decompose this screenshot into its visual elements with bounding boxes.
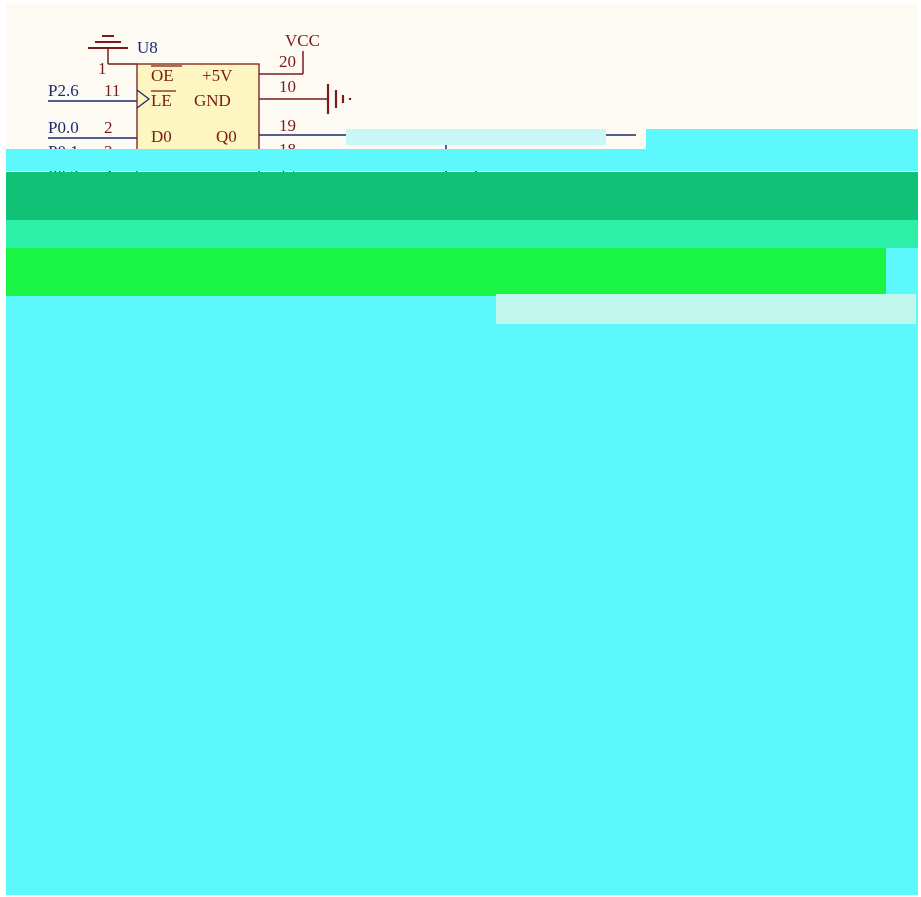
pin-number-right-0: 20: [279, 52, 296, 71]
pin-label-gnd: GND: [194, 91, 231, 110]
screenshot-canvas: U81VCCOELE+5VGNDD0Q0D1Q1D2Q2D3Q3D4Q4D5Q5…: [6, 4, 918, 895]
chip-ref-label: U8: [137, 38, 158, 57]
cyan-strip-top: [646, 129, 918, 149]
net-label-P0-0: P0.0: [48, 118, 79, 137]
pin-number-right-2: 19: [279, 116, 296, 135]
pin-label-q0: Q0: [216, 127, 237, 146]
green-band-1: [6, 172, 918, 220]
pin-number-oe: 1: [98, 59, 107, 78]
le-clock-marker: [136, 89, 151, 109]
cyan-corner: [886, 248, 918, 296]
pin-label-oe: OE: [151, 66, 174, 85]
pin-label-5v: +5V: [202, 66, 233, 85]
pin-label-le: LE: [151, 91, 172, 110]
noise-strip-1: [346, 129, 606, 145]
pin-label-d0: D0: [151, 127, 172, 146]
vcc-label: VCC: [285, 31, 320, 50]
cyan-fill-block: [6, 296, 918, 895]
teal-band: [6, 220, 918, 248]
cyan-band-1: [6, 149, 918, 171]
pin-number-right-1: 10: [279, 77, 296, 96]
noise-strip-2: [496, 294, 916, 324]
pin-number-left-0: 11: [104, 81, 120, 100]
lime-band: [6, 248, 918, 296]
net-label-P2-6: P2.6: [48, 81, 79, 100]
pin-number-left-1: 2: [104, 118, 113, 137]
